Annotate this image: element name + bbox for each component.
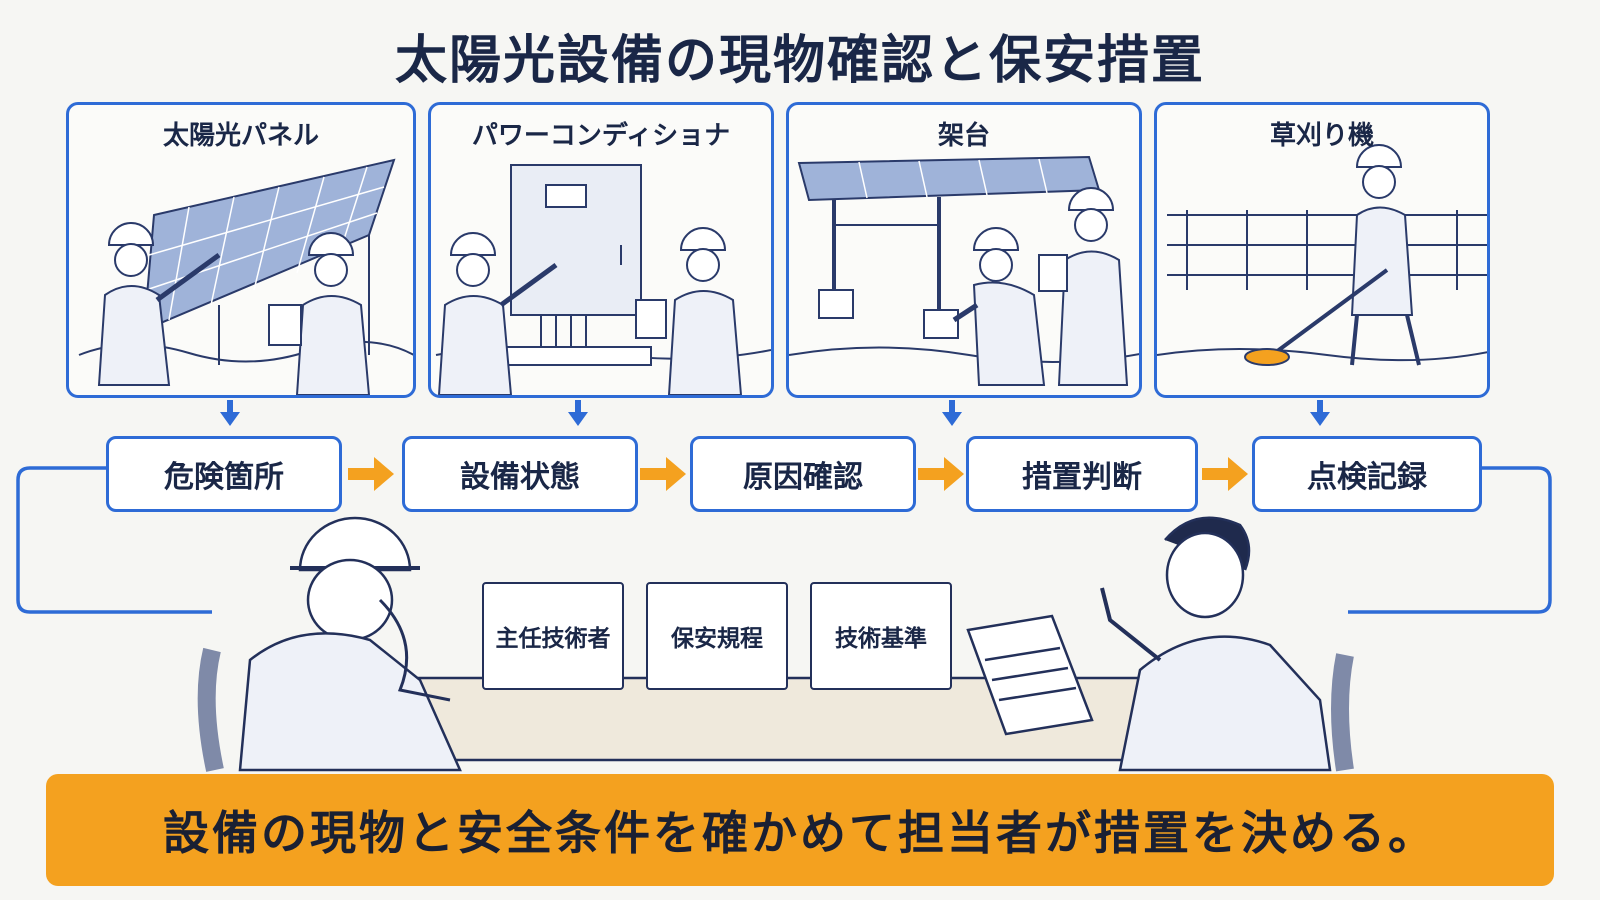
- arrow-down-icon: [1310, 400, 1330, 426]
- step-box: 措置判断: [966, 436, 1198, 512]
- power-conditioner-inspection-illustration: [435, 164, 771, 395]
- arrow-right-icon: [918, 457, 964, 491]
- panel-solar-panel: 太陽光パネル: [66, 102, 416, 398]
- reference-card: 技術基準: [810, 582, 952, 690]
- panel-label: パワーコンディショナ: [471, 121, 731, 151]
- arrow-down-icon: [568, 400, 588, 426]
- arrow-right-icon: [640, 457, 686, 491]
- panel-grass-trimmer: 草刈り機: [1154, 102, 1490, 398]
- panel-mounting-frame: 架台: [786, 102, 1142, 398]
- panel-power-conditioner: パワーコンディショナ: [428, 102, 774, 398]
- step-box: 危険箇所: [106, 436, 342, 512]
- step-box: 設備状態: [402, 436, 638, 512]
- summary-banner: 設備の現物と安全条件を確かめて担当者が措置を決める。: [46, 774, 1554, 886]
- arrow-down-icon: [942, 400, 962, 426]
- solar-panel-inspection-illustration: [78, 158, 413, 395]
- step-box: 点検記録: [1252, 436, 1482, 512]
- page-title: 太陽光設備の現物確認と保安措置: [394, 31, 1205, 91]
- mounting-frame-inspection-illustration: [789, 155, 1139, 386]
- reference-card: 主任技術者: [482, 582, 624, 690]
- panel-label: 草刈り機: [1269, 121, 1374, 151]
- arrow-right-icon: [1202, 457, 1248, 491]
- grass-trimmer-work-illustration: [1157, 144, 1487, 366]
- arrow-down-icon: [220, 400, 240, 426]
- arrow-right-icon: [348, 457, 394, 491]
- reference-card: 保安規程: [646, 582, 788, 690]
- panel-label: 太陽光パネル: [162, 121, 319, 151]
- panel-label: 架台: [937, 121, 990, 151]
- step-box: 原因確認: [690, 436, 916, 512]
